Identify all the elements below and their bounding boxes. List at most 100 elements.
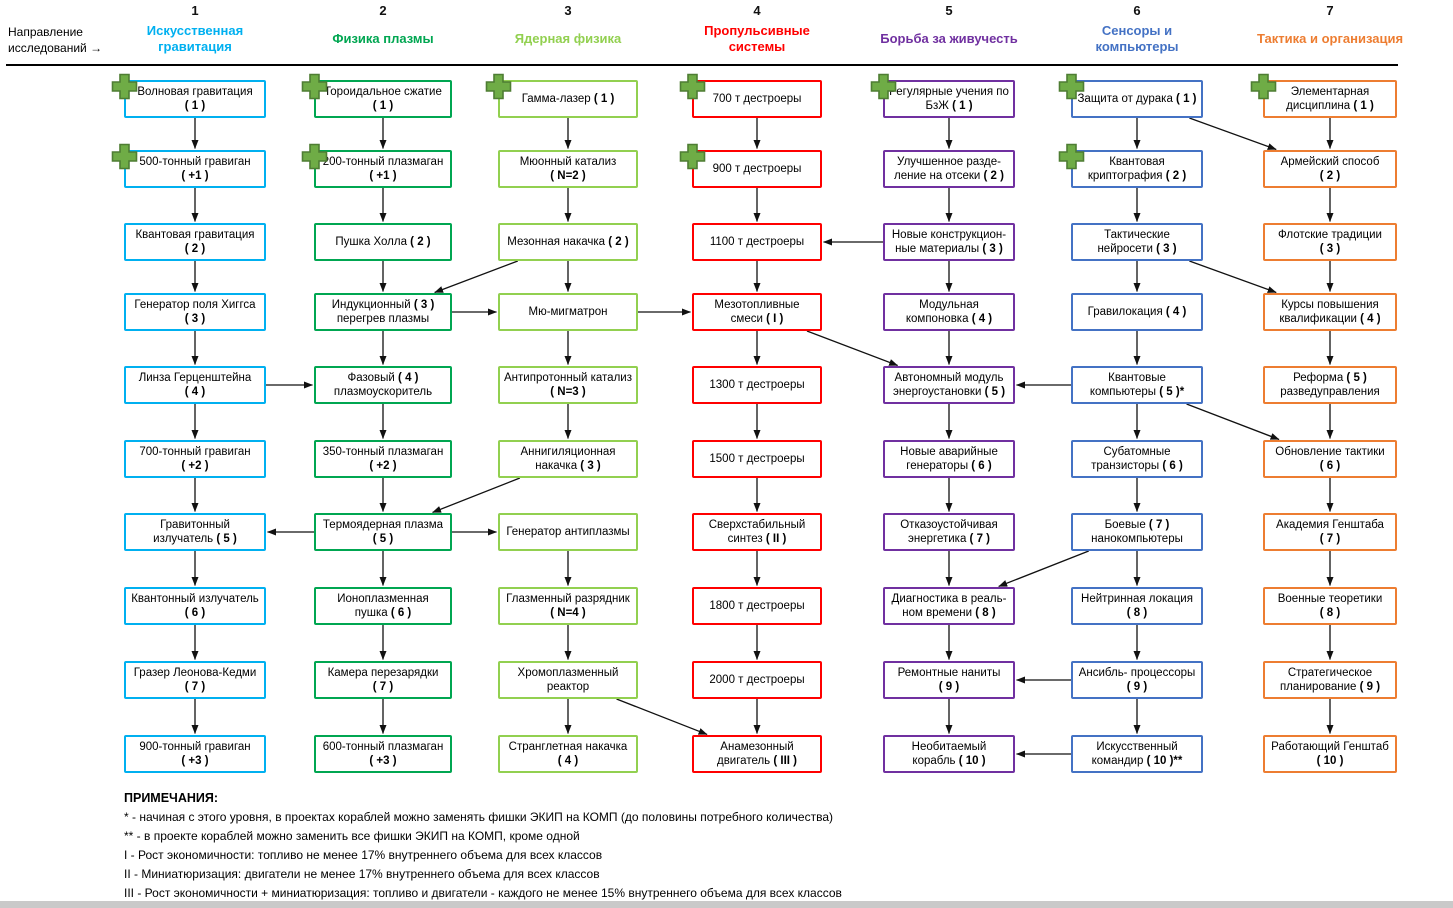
tech-node-label: Флотские традиции ( 3 ): [1278, 228, 1382, 255]
tech-node-c7r9: Стратегическое планирование ( 9 ): [1263, 661, 1397, 699]
tech-node-label: Обновление тактики ( 6 ): [1275, 445, 1385, 472]
tech-node-c7r8: Военные теоретики ( 8 ): [1263, 587, 1397, 625]
add-research-plus-icon[interactable]: [1058, 73, 1085, 100]
tech-node-c6r6: Субатомные транзисторы ( 6 ): [1071, 440, 1203, 478]
dependency-arrow: [434, 260, 519, 294]
tech-node-label: Линза Герценштейна ( 4 ): [138, 371, 252, 398]
tech-node-label: Тактические нейросети ( 3 ): [1097, 228, 1177, 255]
tech-node-label: Анамезонный двигатель ( III ): [716, 740, 798, 767]
tech-node-c5r2: Улучшенное разде- ление на отсеки ( 2 ): [883, 150, 1015, 188]
tech-node-c4r6: 1500 т дестроеры: [692, 440, 822, 478]
tech-node-c7r5: Реформа ( 5 ) разведуправления: [1263, 366, 1397, 404]
tech-node-label: Термоядерная плазма ( 5 ): [322, 518, 444, 545]
column-number: 5: [945, 3, 953, 18]
tech-node-label: Гравилокация ( 4 ): [1087, 305, 1187, 318]
tech-node-label: 1100 т дестроеры: [709, 235, 805, 248]
tech-node-label: Курсы повышения квалификации ( 4 ): [1279, 298, 1381, 325]
tech-node-c3r9: Хромоплазменный реактор: [498, 661, 638, 699]
tech-node-c4r8: 1800 т дестроеры: [692, 587, 822, 625]
tech-node-label: Гамма-лазер ( 1 ): [521, 92, 615, 105]
dependency-arrow: [1189, 117, 1277, 151]
note-item-1: * - начиная с этого уровня, в проектах к…: [124, 810, 833, 824]
tech-node-label: Диагностика в реаль- ном времени ( 8 ): [891, 592, 1007, 619]
column-title: Пропульсивные системы: [704, 22, 810, 54]
tech-node-c3r7: Генератор антиплазмы: [498, 513, 638, 551]
tech-node-label: Боевые ( 7 ) нанокомпьютеры: [1091, 518, 1183, 545]
tech-node-c4r3: 1100 т дестроеры: [692, 223, 822, 261]
tech-node-label: Хромоплазменный реактор: [517, 666, 619, 693]
tech-node-label: Антипротонный катализ ( N=3 ): [504, 371, 632, 398]
tech-node-label: Академия Генштаба ( 7 ): [1276, 518, 1384, 545]
tech-node-label: Глазменный разрядник ( N=4 ): [506, 592, 630, 619]
tech-node-c5r6: Новые аварийные генераторы ( 6 ): [883, 440, 1015, 478]
tech-node-c4r2: 900 т дестроеры: [679, 143, 822, 188]
tech-node-c6r5: Квантовые компьютеры ( 5 )*: [1071, 366, 1203, 404]
tech-node-label: Генератор антиплазмы: [506, 525, 630, 538]
add-research-plus-icon[interactable]: [1250, 73, 1277, 100]
research-direction-label: Направление исследований →: [8, 25, 103, 56]
tech-node-c1r8: Квантонный излучатель ( 6 ): [124, 587, 266, 625]
tech-node-label: 200-тонный плазмаган ( +1 ): [322, 155, 444, 182]
tech-node-c2r8: Ионоплазменная пушка ( 6 ): [314, 587, 452, 625]
tech-node-c5r8: Диагностика в реаль- ном времени ( 8 ): [883, 587, 1015, 625]
tech-node-label: Мезотопливные смеси ( I ): [714, 298, 800, 325]
add-research-plus-icon[interactable]: [301, 143, 328, 170]
tech-node-c7r1: Элементарная дисциплина ( 1 ): [1250, 73, 1397, 118]
tech-node-c2r10: 600-тонный плазмаган ( +3 ): [314, 735, 452, 773]
tech-node-label: 700-тонный гравиган ( +2 ): [139, 445, 251, 472]
tech-node-label: Квантовые компьютеры ( 5 )*: [1089, 371, 1185, 398]
tech-node-c5r7: Отказоустойчивая энергетика ( 7 ): [883, 513, 1015, 551]
tech-node-c1r5: Линза Герценштейна ( 4 ): [124, 366, 266, 404]
tech-node-label: Камера перезарядки ( 7 ): [327, 666, 439, 693]
add-research-plus-icon[interactable]: [301, 73, 328, 100]
tech-node-label: Нейтринная локация ( 8 ): [1081, 592, 1193, 619]
tech-node-c5r3: Новые конструкцион- ные материалы ( 3 ): [883, 223, 1015, 261]
notes-title: ПРИМЕЧАНИЯ:: [124, 791, 219, 805]
header-divider: [6, 64, 1398, 66]
tech-node-label: 700 т дестроеры: [712, 92, 802, 105]
add-research-plus-icon[interactable]: [1058, 143, 1085, 170]
column-number: 1: [191, 3, 199, 18]
tech-node-label: Субатомные транзисторы ( 6 ): [1091, 445, 1183, 472]
tech-node-c5r5: Автономный модуль энергоустановки ( 5 ): [883, 366, 1015, 404]
tech-node-c6r2: Квантовая криптография ( 2 ): [1058, 143, 1203, 188]
tech-node-c1r4: Генератор поля Хиггса ( 3 ): [124, 293, 266, 331]
tech-node-c5r10: Необитаемый корабль ( 10 ): [883, 735, 1015, 773]
tech-node-c1r3: Квантовая гравитация ( 2 ): [124, 223, 266, 261]
tech-node-label: Индукционный ( 3 ) перегрев плазмы: [331, 298, 435, 325]
tech-node-c7r7: Академия Генштаба ( 7 ): [1263, 513, 1397, 551]
note-item-3: I - Рост экономичности: топливо не менее…: [124, 848, 603, 862]
column-number: 6: [1133, 3, 1141, 18]
tech-node-c2r9: Камера перезарядки ( 7 ): [314, 661, 452, 699]
tech-node-label: Стратегическое планирование ( 9 ): [1279, 666, 1381, 693]
tech-node-label: Новые конструкцион- ные материалы ( 3 ): [891, 228, 1007, 255]
tech-node-c3r8: Глазменный разрядник ( N=4 ): [498, 587, 638, 625]
tech-node-label: 1800 т дестроеры: [709, 599, 805, 612]
tech-node-c1r7: Гравитонный излучатель ( 5 ): [124, 513, 266, 551]
tech-node-label: Тороидальное сжатие ( 1 ): [324, 85, 442, 112]
tech-node-label: Гравитонный излучатель ( 5 ): [153, 518, 237, 545]
tech-node-c6r8: Нейтринная локация ( 8 ): [1071, 587, 1203, 625]
tech-node-c7r10: Работающий Генштаб ( 10 ): [1263, 735, 1397, 773]
dependency-arrow: [806, 330, 899, 367]
add-research-plus-icon[interactable]: [679, 73, 706, 100]
note-item-2: ** - в проекте кораблей можно заменить в…: [124, 829, 580, 843]
tech-node-label: Пушка Холла ( 2 ): [335, 235, 431, 248]
tech-node-c2r6: 350-тонный плазмаган ( +2 ): [314, 440, 452, 478]
add-research-plus-icon[interactable]: [679, 143, 706, 170]
tech-node-label: Ремонтные наниты ( 9 ): [897, 666, 1001, 693]
tech-node-label: Сверхстабильный синтез ( II ): [708, 518, 806, 545]
add-research-plus-icon[interactable]: [870, 73, 897, 100]
tech-node-label: 2000 т дестроеры: [709, 673, 805, 686]
dependency-arrow: [1189, 260, 1277, 294]
add-research-plus-icon[interactable]: [111, 143, 138, 170]
add-research-plus-icon[interactable]: [485, 73, 512, 100]
add-research-plus-icon[interactable]: [111, 73, 138, 100]
tech-node-c3r5: Антипротонный катализ ( N=3 ): [498, 366, 638, 404]
tech-node-c3r6: Аннигиляционная накачка ( 3 ): [498, 440, 638, 478]
tech-node-c7r3: Флотские традиции ( 3 ): [1263, 223, 1397, 261]
column-number: 4: [753, 3, 761, 18]
column-number: 2: [379, 3, 387, 18]
